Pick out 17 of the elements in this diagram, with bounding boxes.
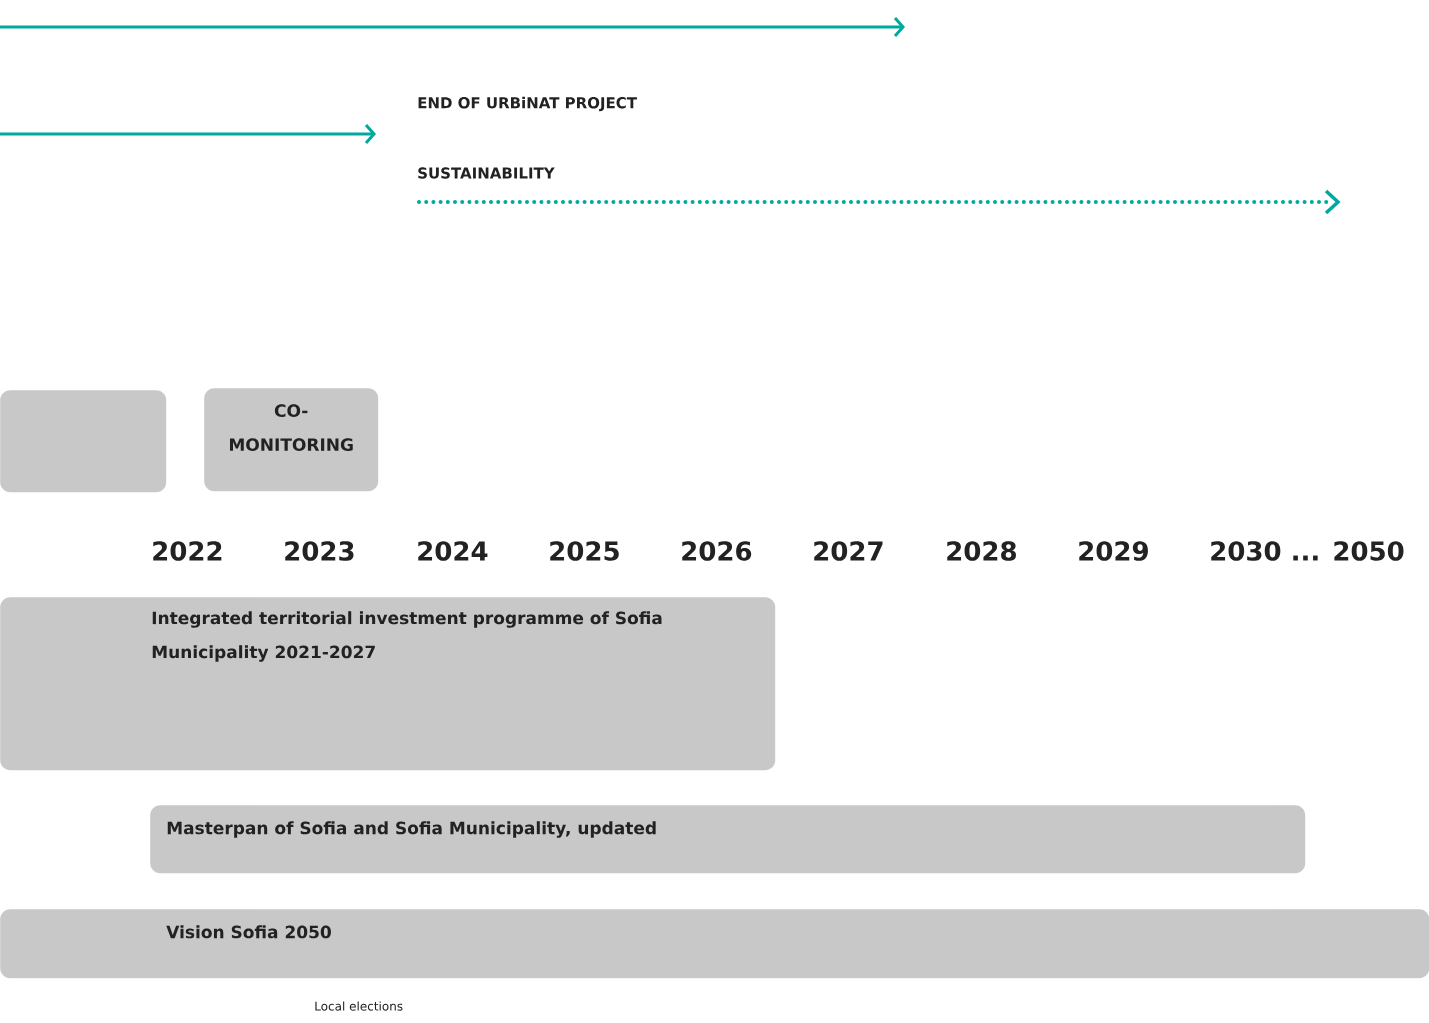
plan-box: Integrated territorial investment programme of Sofia Municipality 2021-2027 xyxy=(0,597,776,771)
note-label: Local elections xyxy=(315,1001,403,1011)
plan-box: CO-MONITORING xyxy=(204,388,379,492)
year-label: 2027 xyxy=(814,541,883,561)
year-label: 2028 xyxy=(947,541,1016,561)
plan-box: Vision Sofia 2050 xyxy=(0,909,1429,979)
year-label: 2029 xyxy=(1079,541,1148,561)
plan-box: Masterpan of Sofia and Sofia Municipality, updated xyxy=(150,805,1306,874)
phase-label: SUSTAINABILITY xyxy=(418,167,555,179)
year-label: 2030 ... 2050 xyxy=(1211,541,1404,561)
year-label: 2025 xyxy=(550,541,619,561)
year-label: 2022 xyxy=(153,541,222,561)
phase-box xyxy=(0,390,167,493)
year-label: 2024 xyxy=(418,541,488,561)
milestone-label: END OF URBiNAT PROJECT xyxy=(418,96,637,112)
year-label: 2023 xyxy=(285,541,354,561)
year-label: 2026 xyxy=(682,541,752,561)
